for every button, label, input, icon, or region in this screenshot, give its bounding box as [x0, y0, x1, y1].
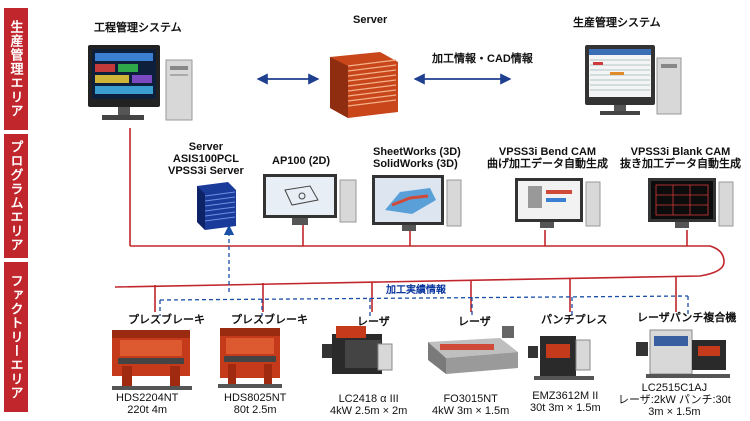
machine-type-6: レーザパンチ複合機 — [637, 312, 737, 324]
top-server-icon — [330, 52, 398, 118]
machine-type-3: レーザ — [357, 316, 390, 328]
laser-fo3015 — [428, 326, 518, 374]
process-mgmt-computer — [88, 45, 193, 121]
machine-caption-2: HDS8025NT 80t 2.5m — [224, 392, 287, 416]
bend-cam-label: VPSS3i Bend CAM 曲げ加工データ自動生成 — [487, 146, 608, 170]
process-mgmt-label: 工程管理システム — [94, 22, 182, 34]
machine-type-4: レーザ — [458, 316, 491, 328]
band-production-area: 生産管理エリア — [4, 8, 28, 130]
machine-caption-3: LC2418 α III 4kW 2.5m × 2m — [330, 393, 408, 417]
production-mgmt-computer — [585, 45, 682, 115]
blank-cam-label: VPSS3i Blank CAM 抜き加工データ自動生成 — [620, 146, 741, 170]
machine-caption-6: LC2515C1AJ レーザ:2kW パンチ:30t 3m × 1.5m — [618, 382, 731, 418]
laser-lc2418 — [322, 326, 393, 374]
info-flow-label: 加工情報・CAD情報 — [432, 53, 533, 65]
production-mgmt-label: 生産管理システム — [573, 17, 661, 29]
band-program-area: プログラムエリア — [4, 134, 28, 258]
program-server-label: Server ASIS100PCL VPSS3i Server — [168, 141, 244, 177]
machine-caption-1: HDS2204NT 220t 4m — [116, 392, 179, 416]
punch-press-emz3612 — [528, 336, 594, 380]
laser-punch-combo — [636, 329, 730, 378]
ap100-computer — [263, 174, 357, 225]
top-server-label: Server — [353, 14, 388, 26]
program-server-icon — [197, 182, 236, 230]
band-factory-area: ファクトリーエリア — [4, 262, 28, 412]
result-info-label: 加工実績情報 — [386, 285, 446, 296]
press-brake-2 — [218, 328, 282, 388]
result-info-dashed — [159, 224, 689, 316]
machine-type-5: パンチプレス — [541, 314, 608, 326]
machine-caption-4: FO3015NT 4kW 3m × 1.5m — [432, 393, 510, 417]
press-brake-1 — [112, 330, 192, 390]
machine-caption-5: EMZ3612M II 30t 3m × 1.5m — [530, 390, 601, 414]
machine-type-2: プレスブレーキ — [231, 314, 308, 326]
network-lines — [114, 128, 725, 312]
bend-cam-computer — [515, 178, 601, 228]
blank-cam-computer — [648, 178, 734, 228]
sheetworks-computer — [372, 175, 462, 231]
machine-type-1: プレスブレーキ — [128, 314, 205, 326]
sheetworks-label: SheetWorks (3D) SolidWorks (3D) — [373, 146, 461, 170]
ap100-label: AP100 (2D) — [272, 155, 331, 167]
